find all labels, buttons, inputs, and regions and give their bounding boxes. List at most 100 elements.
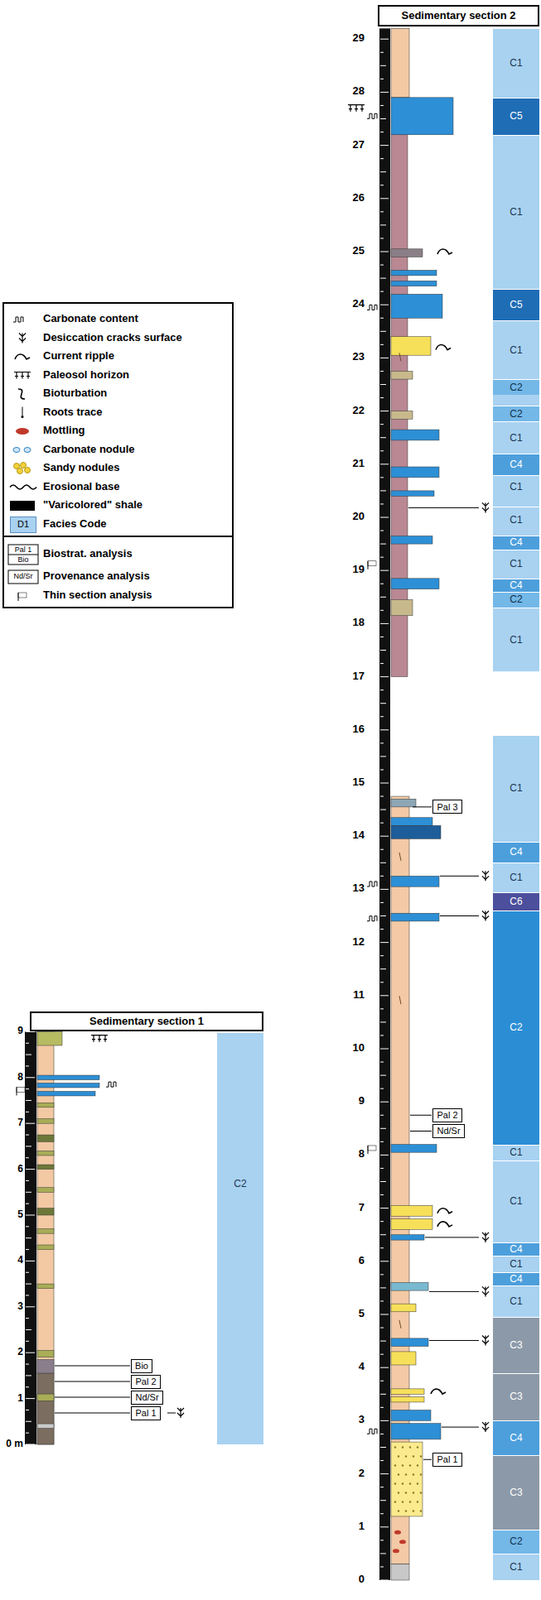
ruler-tick [380,1301,384,1303]
thin-section-symbol [367,561,369,570]
depth-label: 12 [328,937,365,950]
ruler-tick [25,1043,29,1045]
lithology-bed [37,1351,54,1358]
ruler-tick [380,477,384,479]
depth-label: 10 [328,1043,365,1056]
node-text: C1 [509,433,522,445]
ruler-tick [380,1395,387,1396]
node-text: C1 [509,515,522,527]
ruler-tick [380,211,384,213]
ruler-tick [380,995,389,997]
facies-band: C1 [492,421,540,455]
depth-label: 3 [0,1302,24,1314]
mottle-symbol [394,1531,401,1537]
node-text: C1 [509,57,522,69]
ruler-tick [380,118,387,120]
ruler-tick [380,797,384,798]
depth-label: 22 [328,405,365,418]
ruler-tick [380,1261,389,1263]
ruler-tick [380,716,384,718]
node-text: C2 [509,1023,522,1034]
lithology-bed [37,1284,54,1290]
depth-label: 16 [328,724,365,737]
facies-band: C2 [492,911,540,1145]
ruler-tick [380,78,384,80]
depth-label: 15 [328,777,365,790]
node-text: C1 [509,1297,522,1309]
sand-dot [401,1483,404,1486]
ruler-tick [380,1434,384,1436]
ruler-tick [380,876,384,878]
ruler-tick [25,1295,29,1297]
erosional-symbol [9,485,37,490]
node-text: C5 [509,299,522,311]
ruler-tick [380,729,389,731]
lithology-bed [391,799,416,808]
ruler-tick [380,1328,384,1330]
ruler-tick [380,810,387,812]
depth-label: 1 [328,1521,365,1535]
depth-label: 6 [328,1255,365,1269]
desiccation-symbol [482,1336,489,1347]
lithology-bed [391,1304,416,1314]
ruler-tick [380,251,389,253]
ruler-tick [380,1182,387,1184]
ruler-tick [380,1554,387,1556]
depth-label: 29 [328,32,365,45]
ruler-tick [380,663,384,665]
sand-dot [409,1447,411,1450]
ruler-tick [380,65,387,67]
ruler-tick [25,1273,29,1275]
lithology-bed [37,1076,100,1082]
ruler-tick [380,357,389,359]
depth-label: 14 [328,830,365,843]
nodule-symbol [24,448,31,454]
sandy-nodule-symbol [20,463,27,469]
ruler-tick [380,903,384,904]
legend-text: Current ripple [43,350,115,363]
node-text: C1 [509,873,522,884]
leader-line [429,1292,479,1294]
ruler-tick [380,265,384,266]
thin-section-symbol [367,561,377,567]
ruler-tick [380,1315,389,1317]
legend-text: Facies Code [43,518,107,532]
depth-label: 7 [328,1202,365,1216]
depth-label: 19 [328,564,365,577]
ruler-tick [380,91,389,93]
ruler-tick [380,1540,384,1542]
ruler-tick [380,158,384,160]
ruler-tick [380,1195,384,1197]
paleosol-symbol [14,372,31,380]
node-text: Pal 2 [436,1110,458,1121]
facies-band: C3 [492,1374,540,1423]
sand-dot [416,1483,419,1486]
lithology-bed [37,1246,54,1252]
ruler-tick [380,1089,384,1091]
lithology-bed [391,600,413,617]
lithology-bed [391,913,440,923]
facies-band: C1 [492,320,540,380]
ruler-tick [380,38,389,40]
ruler-tick [380,863,387,865]
ruler-tick [380,517,389,519]
ruler-tick [25,1376,32,1377]
depth-label: 26 [328,192,365,205]
depth-ruler [24,1032,37,1446]
depth-label: 4 [0,1255,24,1268]
facies-band: C6 [492,893,540,912]
facies-band: C1 [492,1145,540,1162]
ruler-tick [380,690,384,691]
leader-line [54,1366,131,1368]
ruler-tick [380,490,387,492]
ruler-tick [380,1142,384,1144]
ruler-tick [25,1112,29,1114]
legend-divider [3,536,233,538]
ruler-tick [25,1307,35,1309]
lithology-bed [391,1424,441,1441]
node-text: C3 [509,1488,522,1500]
analysis-box [8,570,39,585]
ruler-tick [380,184,384,186]
lithology-bed [391,270,437,276]
ruler-tick [25,1101,32,1102]
